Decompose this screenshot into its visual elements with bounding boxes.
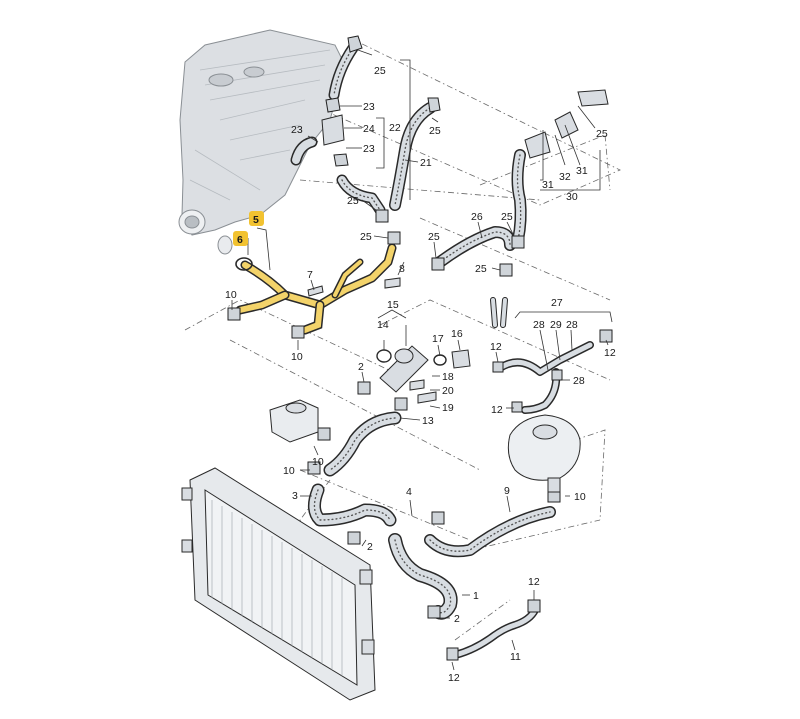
callout-25[interactable]: 25 bbox=[501, 211, 513, 223]
callout-10[interactable]: 10 bbox=[312, 456, 324, 468]
callout-12[interactable]: 12 bbox=[448, 672, 460, 684]
connectors bbox=[321, 89, 609, 393]
callout-18[interactable]: 18 bbox=[442, 371, 454, 383]
callout-11[interactable]: 11 bbox=[510, 651, 521, 663]
callout-7[interactable]: 7 bbox=[307, 269, 313, 281]
hoses bbox=[290, 42, 594, 659]
highlight-box-5 bbox=[249, 211, 264, 226]
callout-5[interactable]: 5 bbox=[253, 214, 259, 226]
callout-2[interactable]: 2 bbox=[358, 361, 364, 373]
callout-13[interactable]: 13 bbox=[422, 415, 434, 427]
callout-12[interactable]: 12 bbox=[604, 347, 616, 359]
callout-24[interactable]: 24 bbox=[363, 123, 375, 135]
callout-6[interactable]: 6 bbox=[237, 234, 243, 246]
callout-12[interactable]: 12 bbox=[491, 404, 503, 416]
callout-10[interactable]: 10 bbox=[283, 465, 295, 477]
callout-28[interactable]: 28 bbox=[533, 319, 545, 331]
callout-8[interactable]: 8 bbox=[399, 263, 405, 275]
callout-23[interactable]: 23 bbox=[291, 124, 303, 136]
bolts bbox=[307, 277, 437, 404]
o-ring-part-6[interactable] bbox=[235, 257, 253, 271]
callout-25[interactable]: 25 bbox=[347, 195, 359, 207]
radiator-fins bbox=[211, 500, 343, 676]
callout-10[interactable]: 10 bbox=[225, 289, 237, 301]
callout-25[interactable]: 25 bbox=[475, 263, 487, 275]
callout-25[interactable]: 25 bbox=[360, 231, 372, 243]
engine-block bbox=[178, 29, 346, 255]
callout-23[interactable]: 23 bbox=[363, 101, 375, 113]
callout-30[interactable]: 30 bbox=[566, 191, 578, 203]
callout-12[interactable]: 12 bbox=[490, 341, 502, 353]
leader-lines bbox=[231, 49, 613, 671]
callout-2[interactable]: 2 bbox=[454, 613, 460, 625]
radiator bbox=[181, 467, 376, 701]
callout-9[interactable]: 9 bbox=[504, 485, 510, 497]
callout-25[interactable]: 25 bbox=[429, 125, 441, 137]
callout-31[interactable]: 31 bbox=[542, 179, 554, 191]
callout-28[interactable]: 28 bbox=[566, 319, 578, 331]
clamps bbox=[227, 35, 613, 661]
callout-4[interactable]: 4 bbox=[406, 486, 412, 498]
callout-10[interactable]: 10 bbox=[574, 491, 586, 503]
callout-22[interactable]: 22 bbox=[389, 122, 401, 134]
callout-1[interactable]: 1 bbox=[473, 590, 479, 602]
callout-3[interactable]: 3 bbox=[292, 490, 298, 502]
callout-23[interactable]: 23 bbox=[363, 143, 375, 155]
callout-19[interactable]: 19 bbox=[442, 402, 454, 414]
callout-10[interactable]: 10 bbox=[291, 351, 303, 363]
callout-15[interactable]: 15 bbox=[387, 299, 399, 311]
callout-25[interactable]: 25 bbox=[596, 128, 608, 140]
callout-26[interactable]: 26 bbox=[471, 211, 483, 223]
callout-16[interactable]: 16 bbox=[451, 328, 463, 340]
callout-25[interactable]: 25 bbox=[428, 231, 440, 243]
highlight-markers bbox=[233, 211, 264, 246]
callout-2[interactable]: 2 bbox=[367, 541, 373, 553]
callout-14[interactable]: 14 bbox=[377, 319, 389, 331]
callout-29[interactable]: 29 bbox=[550, 319, 562, 331]
expansion-tank bbox=[507, 414, 581, 493]
expansion-tank-small bbox=[269, 399, 319, 443]
coolant-pipe-part-5[interactable] bbox=[235, 243, 397, 335]
callout-25[interactable]: 25 bbox=[374, 65, 386, 77]
callout-31[interactable]: 31 bbox=[576, 165, 588, 177]
callout-20[interactable]: 20 bbox=[442, 385, 454, 397]
highlight-box-6 bbox=[233, 231, 248, 246]
callouts: 25 23 23 24 22 23 21 25 25 25 25 26 25 2… bbox=[225, 65, 616, 684]
callout-12[interactable]: 12 bbox=[528, 576, 540, 588]
callout-32[interactable]: 32 bbox=[559, 171, 571, 183]
callout-28[interactable]: 28 bbox=[573, 375, 585, 387]
callout-27[interactable]: 27 bbox=[551, 297, 563, 309]
callout-21[interactable]: 21 bbox=[420, 157, 432, 169]
callout-17[interactable]: 17 bbox=[432, 333, 444, 345]
